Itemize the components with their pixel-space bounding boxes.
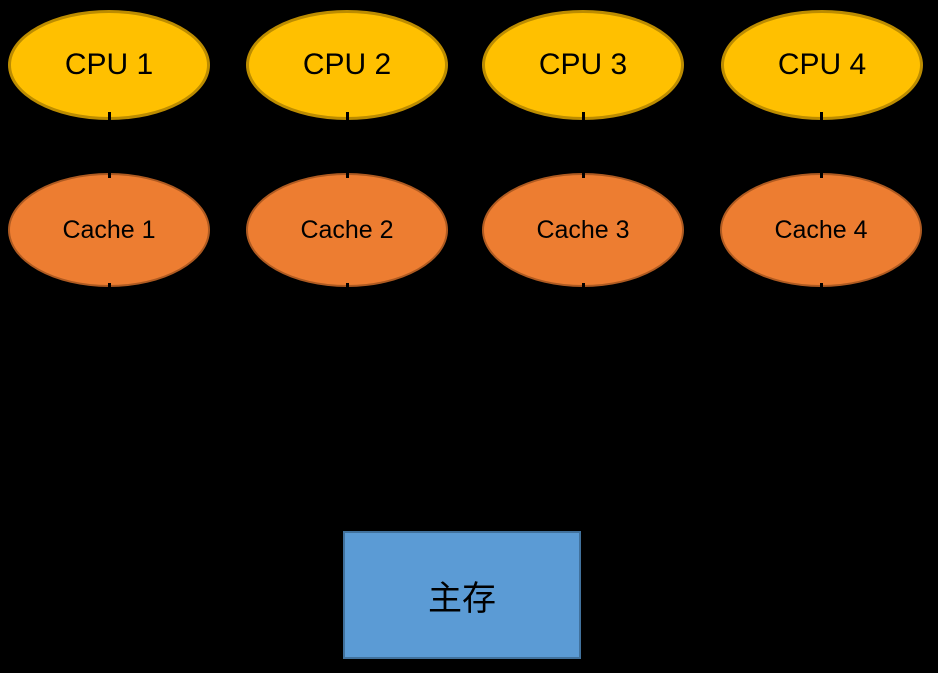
cpu-label-4: CPU 4 <box>777 48 867 81</box>
connector-stub-cache1-bottom <box>108 283 111 292</box>
cpu-node-3: CPU 3 <box>482 10 684 120</box>
connector-stub-cpu3-bottom <box>582 112 585 121</box>
cpu-node-2: CPU 2 <box>246 10 448 120</box>
connector-stub-cache4-bottom <box>820 283 823 292</box>
cache-label-3: Cache 3 <box>536 215 630 244</box>
cpu-label-3: CPU 3 <box>538 48 628 81</box>
connector-stub-cache4-top <box>820 169 823 178</box>
connector-stub-cache1-top <box>108 169 111 178</box>
cache-label-4: Cache 4 <box>774 215 868 244</box>
cache-label-1: Cache 1 <box>62 215 156 244</box>
cache-node-2: Cache 2 <box>246 173 448 287</box>
connector-stub-cpu2-bottom <box>346 112 349 121</box>
cache-node-4: Cache 4 <box>720 173 922 287</box>
connector-stub-cache2-top <box>346 169 349 178</box>
cpu-label-2: CPU 2 <box>302 48 392 81</box>
cpu-node-1: CPU 1 <box>8 10 210 120</box>
main-memory-node: 主存 <box>343 531 581 659</box>
connector-stub-cache2-bottom <box>346 283 349 292</box>
connector-stub-cache3-top <box>582 169 585 178</box>
cache-node-1: Cache 1 <box>8 173 210 287</box>
cache-label-2: Cache 2 <box>300 215 394 244</box>
connector-stub-cpu4-bottom <box>820 112 823 121</box>
cache-node-3: Cache 3 <box>482 173 684 287</box>
cpu-node-4: CPU 4 <box>721 10 923 120</box>
connector-stub-cpu1-bottom <box>108 112 111 121</box>
cpu-label-1: CPU 1 <box>64 48 154 81</box>
connector-stub-cache3-bottom <box>582 283 585 292</box>
main-memory-label: 主存 <box>428 579 496 618</box>
